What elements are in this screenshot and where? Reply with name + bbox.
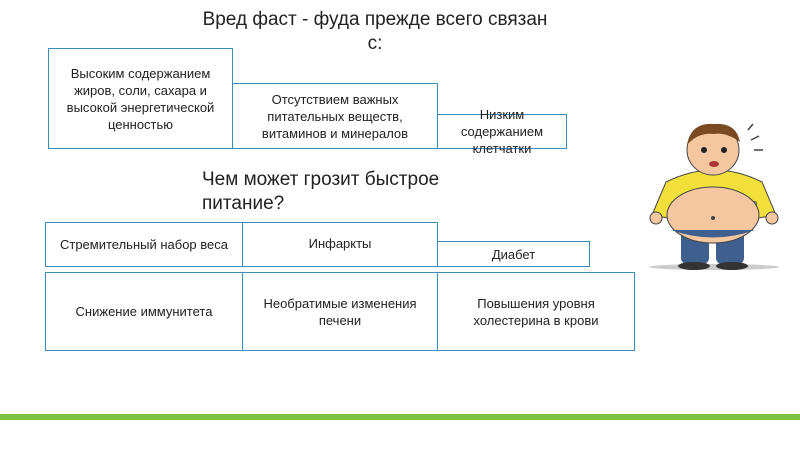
slide-title: Вред фаст - фуда прежде всего связан с: — [202, 9, 548, 54]
overweight-boy-illustration — [649, 123, 779, 270]
risk-heart-attacks: Инфаркты — [242, 222, 438, 267]
cause-box-1: Высоким содержанием жиров, соли, сахара … — [48, 48, 233, 149]
cause-box-3: Низким содержанием клетчатки — [437, 107, 567, 156]
risk-cholesterol: Повышения уровня холестерина в крови — [437, 272, 635, 351]
risk-diabetes: Диабет — [437, 241, 590, 267]
accent-bar — [0, 414, 800, 420]
cause-box-2: Отсутствием важных питательных веществ, … — [232, 83, 438, 149]
risk-weight-gain: Стремительный набор веса — [45, 222, 243, 267]
risk-liver: Необратимые изменения печени — [242, 272, 438, 351]
question-heading: Чем может грозит быстрое питание? — [202, 169, 440, 214]
risk-immunity: Снижение иммунитета — [45, 272, 243, 351]
